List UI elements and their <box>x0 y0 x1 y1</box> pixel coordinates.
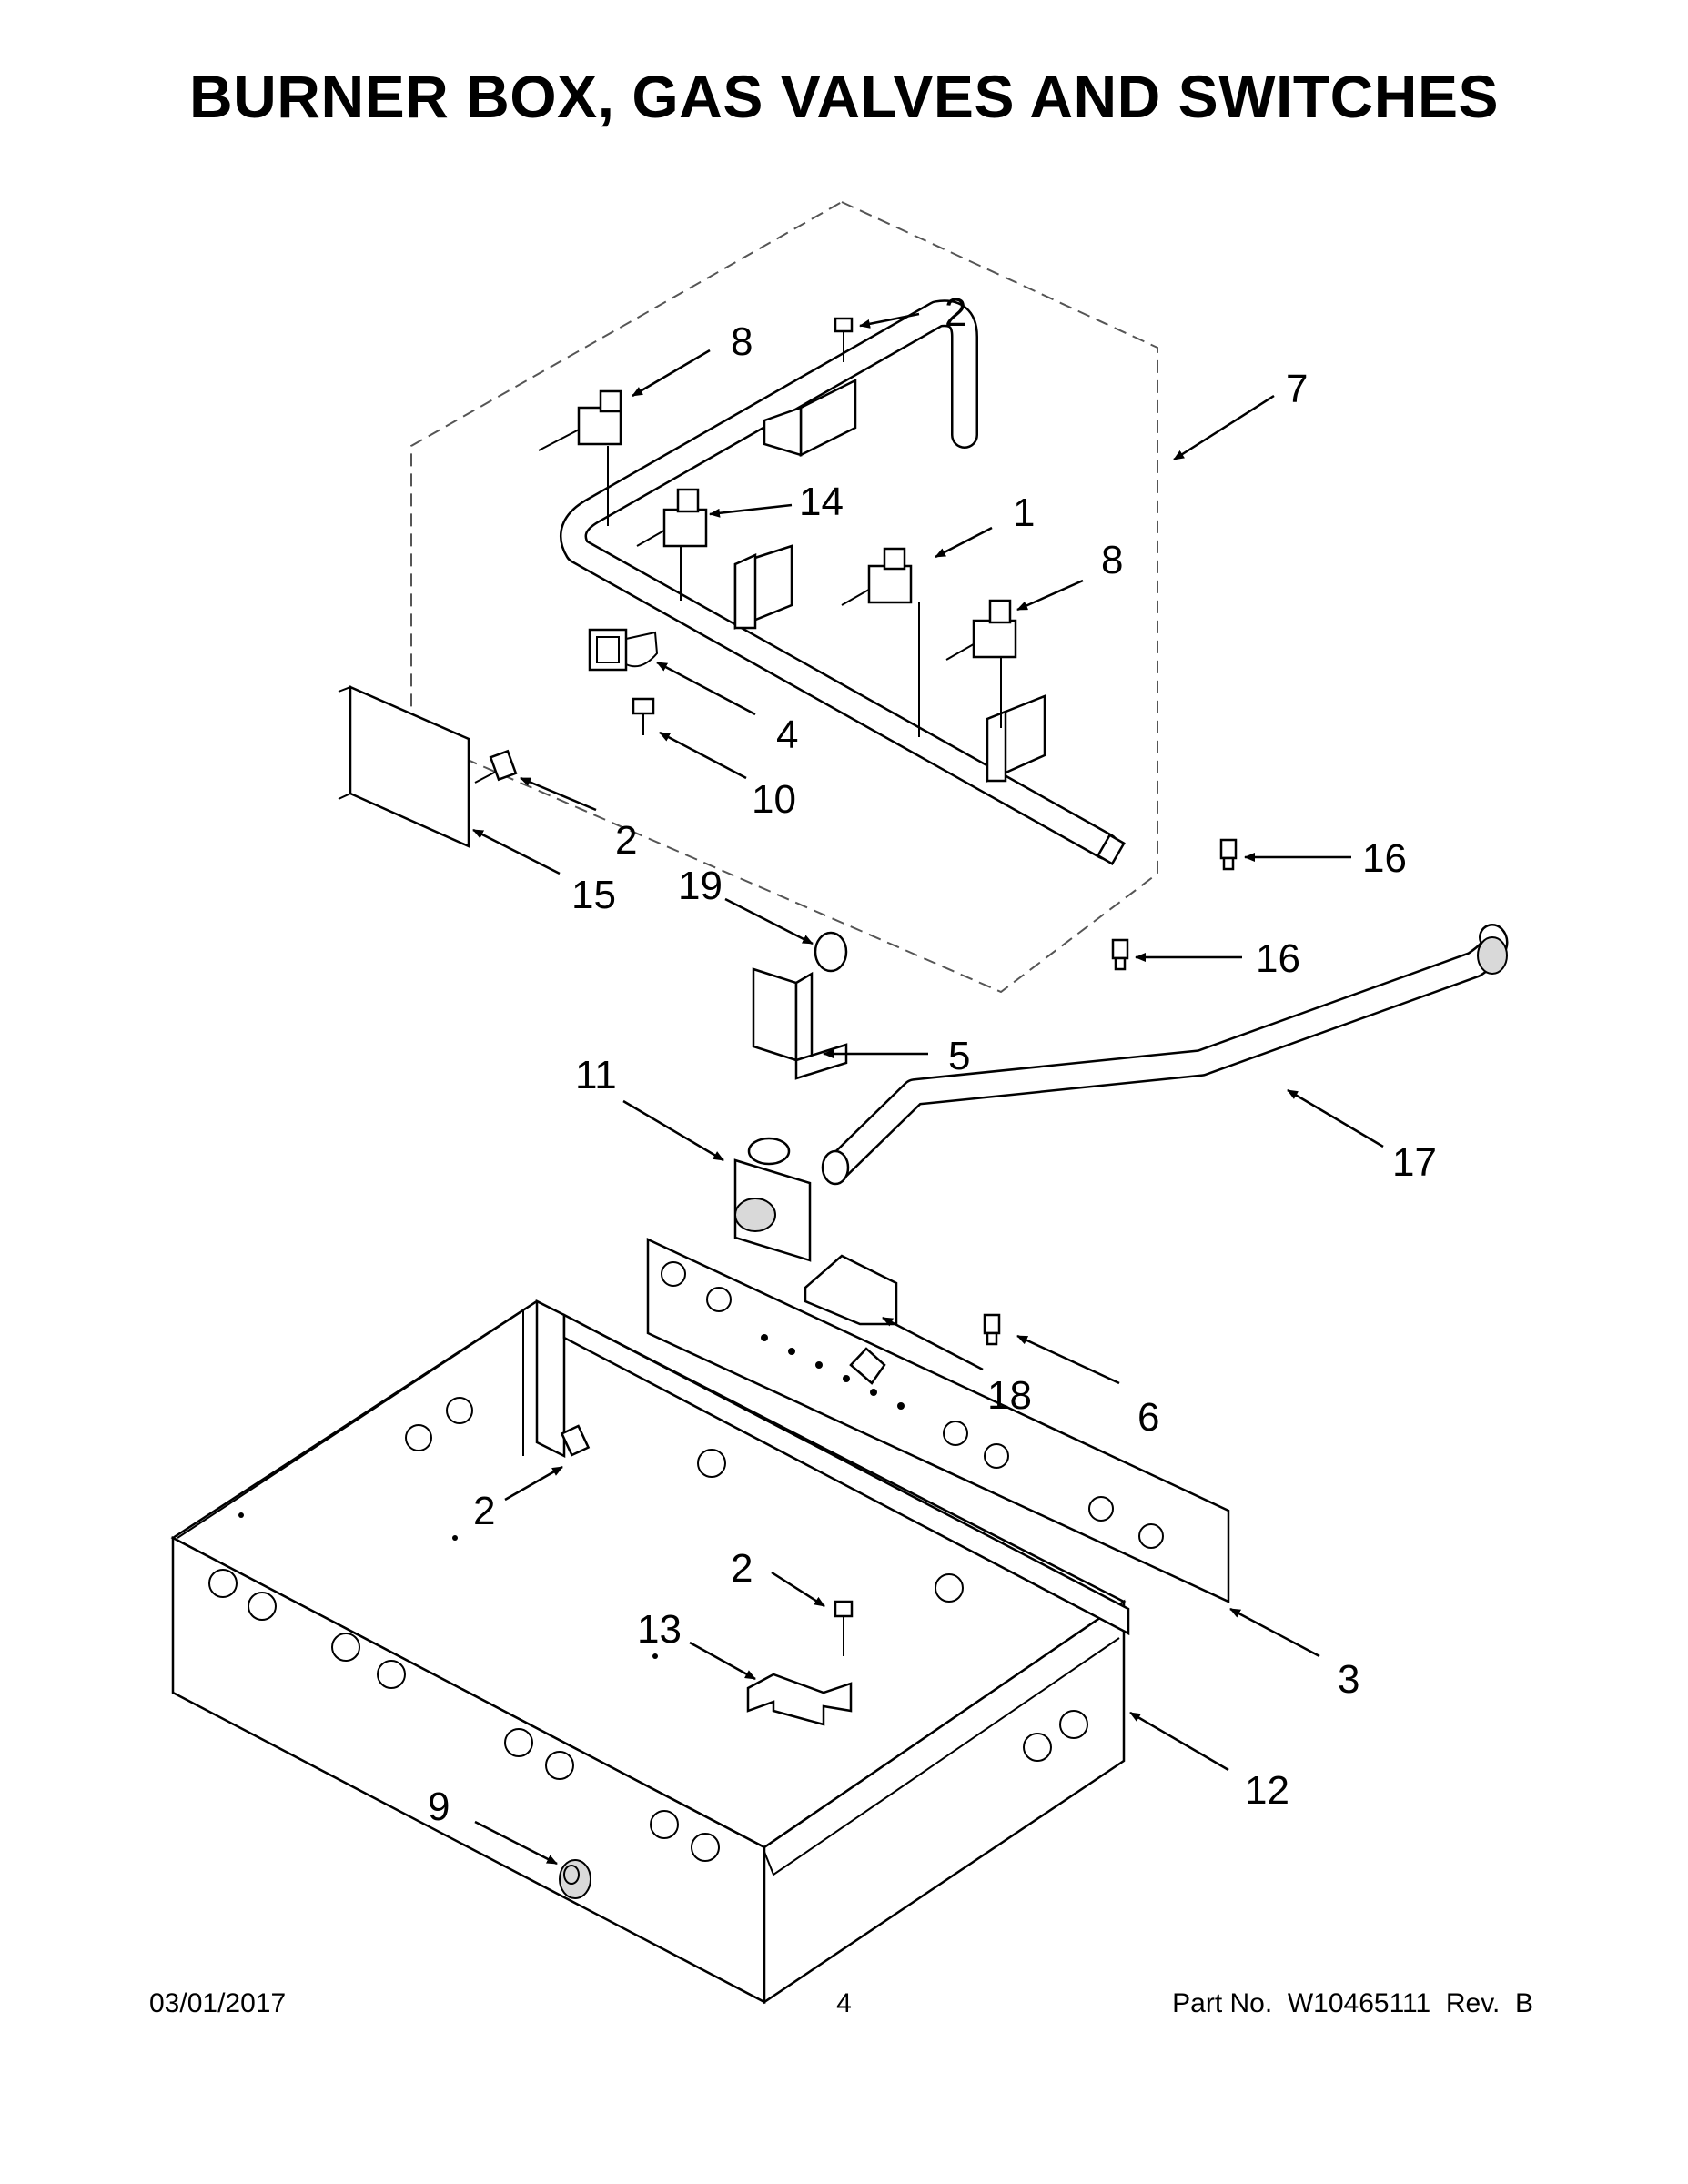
gas-valve <box>945 599 1017 728</box>
hood-fitting <box>1219 838 1238 871</box>
orifice-fitting <box>983 1313 1001 1346</box>
switch-bracket <box>588 628 659 672</box>
callout-number: 12 <box>1245 1768 1289 1813</box>
callout-number: 14 <box>799 480 844 524</box>
callout-number: 16 <box>1362 836 1407 881</box>
cover-plate <box>338 685 470 848</box>
supply-tube <box>821 924 1509 1186</box>
footer-part-number: Part No. W10465111 Rev. B <box>1172 1988 1533 2018</box>
callout-number: 4 <box>776 713 798 757</box>
orifice-disc <box>814 931 848 973</box>
callout-number: 8 <box>731 319 753 364</box>
screw <box>632 697 655 735</box>
callout-number: 17 <box>1392 1140 1437 1185</box>
callout-number: 2 <box>473 1489 495 1533</box>
gas-valve <box>841 547 920 737</box>
manifold-bracket <box>733 544 793 630</box>
burner-box <box>170 1299 1130 2005</box>
hood-fitting <box>1111 938 1129 971</box>
callout-number: 1 <box>1013 490 1035 535</box>
manifold-bracket <box>763 378 857 458</box>
callout-number: 5 <box>948 1034 970 1078</box>
leader-lines <box>472 312 1384 1866</box>
grommet <box>559 1859 591 1899</box>
callout-number: 2 <box>731 1546 753 1591</box>
callout-number: 7 <box>1286 367 1308 411</box>
front-rail <box>646 1238 1230 1603</box>
screw <box>474 749 518 784</box>
pressure-regulator <box>733 1137 812 1262</box>
callout-number: 2 <box>615 818 637 863</box>
page-title: BURNER BOX, GAS VALVES AND SWITCHES <box>188 63 1500 130</box>
callout-number: 19 <box>678 864 723 908</box>
heat-shield <box>804 1254 898 1326</box>
callout-number: 15 <box>571 873 616 917</box>
manifold-tube <box>560 299 1126 865</box>
screw <box>834 317 854 362</box>
gas-valve <box>538 389 622 526</box>
callout-number: 9 <box>428 1785 450 1829</box>
callout-number: 3 <box>1338 1657 1359 1702</box>
screw <box>560 1424 591 1457</box>
gas-valve <box>636 488 708 601</box>
assembly-boundary <box>410 200 1158 994</box>
callout-number: 13 <box>637 1607 682 1652</box>
callout-number: 10 <box>752 777 796 822</box>
manifold-bracket <box>986 694 1046 783</box>
callout-number: 18 <box>987 1373 1032 1418</box>
center-bracket <box>746 1673 853 1726</box>
callout-number: 16 <box>1256 936 1300 981</box>
callout-number: 8 <box>1101 538 1123 582</box>
callout-number: 2 <box>945 290 966 335</box>
callout-number: 6 <box>1137 1395 1159 1440</box>
footer-page-number: 4 <box>836 1988 852 2018</box>
screw <box>834 1600 854 1656</box>
regulator-bracket <box>752 967 848 1080</box>
footer-date: 03/01/2017 <box>149 1988 287 2018</box>
callout-number: 11 <box>575 1053 617 1097</box>
